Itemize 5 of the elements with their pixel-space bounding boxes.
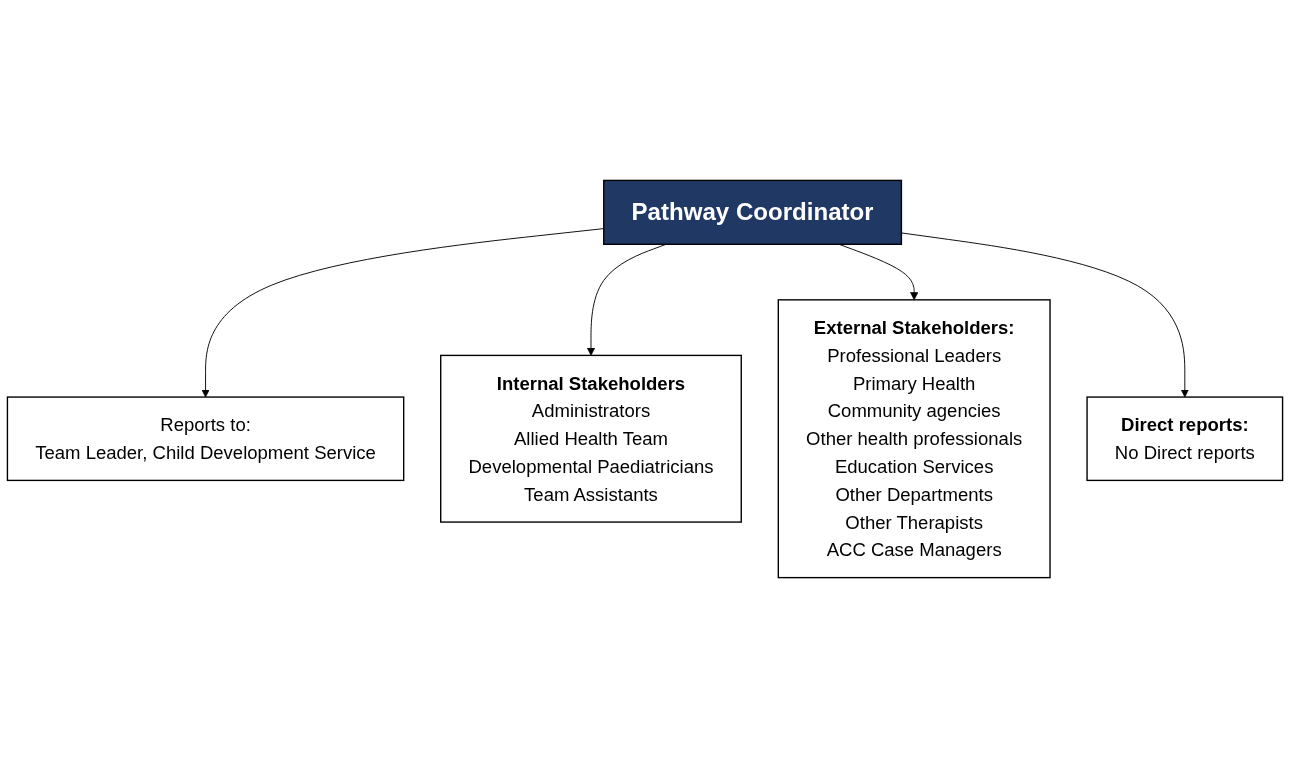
node-box: Internal Stakeholders Administrators Allied Health Team Developmental Paediatricians Team Assistants xyxy=(440,354,742,523)
node-box: External Stakeholders: Professional Leaders Primary Health Community agencies Other health professionals Education Services Other Departments Other Therapists ACC Case Managers xyxy=(777,299,1051,579)
node-box: Reports to: Team Leader, Child Development Service xyxy=(6,396,405,482)
node-box: Pathway Coordinator xyxy=(603,179,903,245)
node-box: Direct reports: No Direct reports xyxy=(1086,396,1284,482)
